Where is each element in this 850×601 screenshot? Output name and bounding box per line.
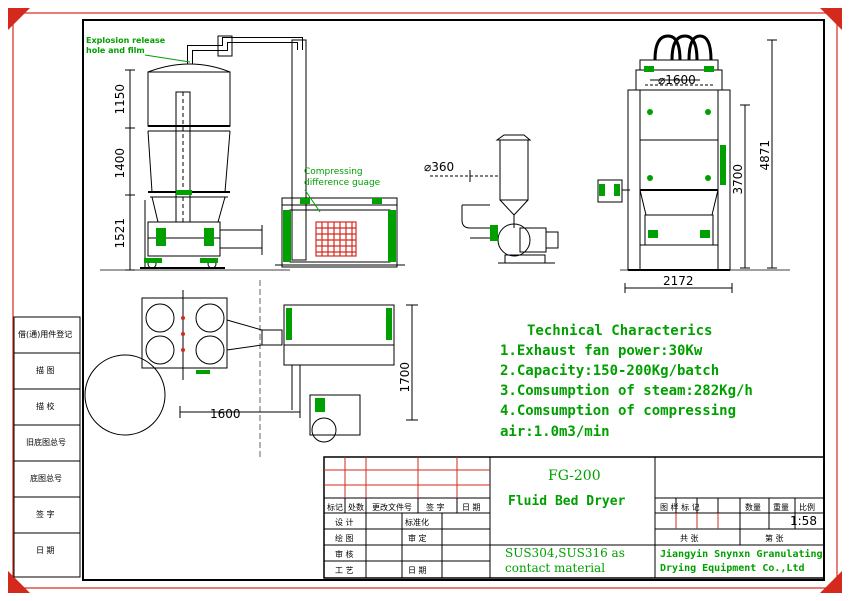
model-name: FG-200 [548, 468, 601, 484]
left-table-cell-6: 签 字 [36, 510, 55, 519]
right-header-1: 图 样 标 记 [660, 503, 700, 512]
row-label-process: 工 艺 [335, 566, 354, 575]
left-table-cell-1: 借(通)用件登记 [18, 330, 73, 339]
compressing-label-line2: difference guage [304, 178, 381, 188]
scale-value: 1:58 [790, 514, 817, 528]
explosion-label-line2: hole and film [86, 46, 145, 55]
header-col-2: 处数 [348, 503, 364, 512]
right-header-2: 数量 [745, 503, 761, 512]
dimension-1600-top: ⌀1600 [658, 73, 696, 87]
row-label-standard: 标准化 [405, 518, 429, 527]
left-revision-table [13, 316, 81, 578]
dimension-1521: 1521 [113, 218, 127, 249]
fan-unit [430, 134, 559, 264]
header-col-1: 标记 [327, 503, 343, 512]
dimension-360: ⌀360 [424, 160, 455, 174]
plan-view-green [196, 308, 392, 412]
dimension-1700: 1700 [398, 362, 412, 393]
header-col-5: 日 期 [462, 503, 481, 512]
header-col-3: 更改文件号 [372, 503, 412, 512]
plan-view [84, 280, 418, 460]
technical-item-2: 2.Capacity:150-200Kg/batch [500, 363, 720, 379]
row-label-drawing: 绘 图 [335, 534, 354, 543]
right-header-3: 重量 [773, 503, 789, 512]
left-table-cell-7: 日 期 [36, 546, 55, 555]
side-view-dryer [597, 34, 790, 293]
compressing-leader [304, 189, 321, 213]
company-line-2: Drying Equipment Co.,Ltd [660, 563, 805, 574]
fan-green [490, 225, 498, 241]
technical-item-4-cont: air:1.0m3/min [500, 424, 610, 440]
left-table-cell-2: 描 图 [36, 366, 55, 375]
dimension-1600-plan: 1600 [210, 407, 241, 421]
technical-item-1: 1.Exhaust fan power:30Kw [500, 343, 703, 359]
left-table-cell-3: 描 校 [36, 402, 55, 411]
row-label-date: 日 期 [408, 566, 427, 575]
material-note: SUS304,SUS316 as contact material [505, 546, 625, 575]
technical-item-3: 3.Comsumption of steam:282Kg/h [500, 383, 753, 399]
product-name: Fluid Bed Dryer [508, 494, 626, 509]
plan-view-red [181, 316, 185, 352]
explosion-label-line1: Explosion release [86, 36, 166, 45]
right-header-4: 比例 [799, 503, 815, 512]
technical-item-4: 4.Comsumption of compressing [500, 403, 737, 419]
compressor-green [283, 198, 396, 262]
row-label-design: 设 计 [335, 518, 354, 527]
row-label-approve: 审 定 [408, 534, 427, 543]
dimension-3700: 3700 [731, 164, 745, 195]
row-label-review: 审 核 [335, 550, 354, 559]
sheet-number: 第 张 [765, 534, 784, 543]
inner-border [82, 19, 825, 581]
outer-border [12, 12, 838, 589]
compressing-label-line1: Compressing [304, 167, 363, 177]
dimension-1150: 1150 [113, 84, 127, 115]
side-view-green-parts [599, 66, 726, 238]
title-block-red-grid [324, 457, 719, 529]
compressor-unit [275, 197, 405, 268]
front-view-dryer [100, 35, 307, 271]
company-line-1: Jiangyin Snynxn Granulating [660, 549, 823, 560]
dimension-4871: 4871 [758, 140, 772, 171]
left-table-cell-4: 旧底图总号 [26, 438, 66, 447]
dimension-2172: 2172 [663, 274, 694, 288]
explosion-leader [144, 54, 191, 63]
compressor-grille [315, 221, 357, 257]
header-col-4: 签 字 [426, 503, 445, 512]
left-table-cell-5: 底图总号 [30, 474, 62, 483]
technical-title: Technical Characterics [527, 323, 713, 339]
front-view-green-parts [144, 190, 218, 263]
sheet-total: 共 张 [680, 534, 699, 543]
dimension-1400: 1400 [113, 148, 127, 179]
